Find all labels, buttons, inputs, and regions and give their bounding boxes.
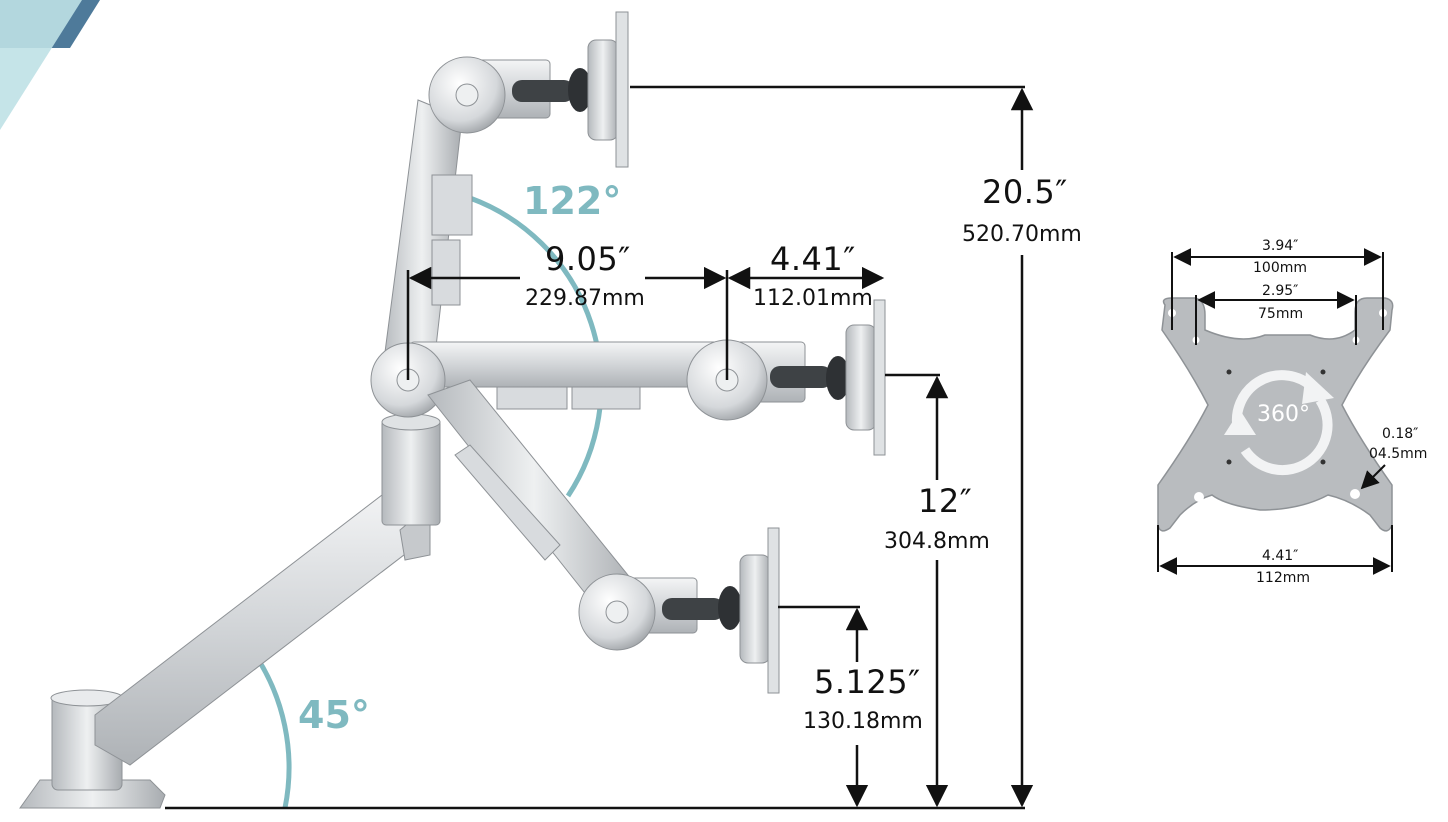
mid-height-inches: 12″ bbox=[918, 482, 973, 520]
mid-height-mm: 304.8mm bbox=[884, 529, 990, 554]
lower-diagonal-arm bbox=[427, 379, 780, 694]
vesa-dimension-lines bbox=[1157, 248, 1393, 575]
dimension-lines bbox=[165, 85, 1034, 810]
upper-angle-arc bbox=[469, 195, 604, 498]
arm-length-mm: 229.87mm bbox=[525, 286, 645, 311]
low-height-mm: 130.18mm bbox=[803, 709, 923, 734]
upper-angle-label: 122° bbox=[523, 179, 622, 223]
monitor-arm-illustration bbox=[19, 11, 886, 809]
vesa-plate bbox=[1157, 297, 1394, 532]
desk-clamp bbox=[19, 689, 166, 809]
hole-mm: 04.5mm bbox=[1369, 446, 1428, 462]
vesa-plate-mm: 112mm bbox=[1256, 570, 1310, 586]
top-monitor-mount bbox=[568, 11, 629, 168]
vesa-inner-mm: 75mm bbox=[1258, 306, 1304, 322]
vesa-outer-mm: 100mm bbox=[1253, 260, 1307, 276]
middle-horizontal-arm bbox=[370, 299, 886, 456]
vesa-plate-inches: 4.41″ bbox=[1262, 548, 1299, 564]
hole-inches: 0.18″ bbox=[1382, 426, 1419, 442]
hole-arrow bbox=[1360, 464, 1386, 490]
low-height-inches: 5.125″ bbox=[814, 663, 921, 701]
total-height-inches: 20.5″ bbox=[982, 173, 1068, 211]
base-angle-label: 45° bbox=[298, 693, 370, 737]
vesa-outer-inches: 3.94″ bbox=[1262, 238, 1299, 254]
arm-length-inches: 9.05″ bbox=[545, 240, 631, 278]
total-height-mm: 520.70mm bbox=[962, 222, 1082, 247]
base-angle-arc bbox=[249, 648, 292, 809]
lower-arm bbox=[94, 484, 431, 766]
angle-arcs bbox=[249, 195, 604, 809]
arm-column bbox=[381, 413, 441, 526]
corner-decoration bbox=[0, 0, 100, 130]
upper-raised-arm bbox=[381, 11, 629, 383]
rotation-label: 360° bbox=[1257, 402, 1310, 427]
lower-monitor-mount bbox=[718, 527, 780, 694]
vesa-inner-inches: 2.95″ bbox=[1262, 283, 1299, 299]
extension-mm: 112.01mm bbox=[753, 286, 873, 311]
extension-inches: 4.41″ bbox=[770, 240, 856, 278]
middle-monitor-mount bbox=[826, 299, 886, 456]
